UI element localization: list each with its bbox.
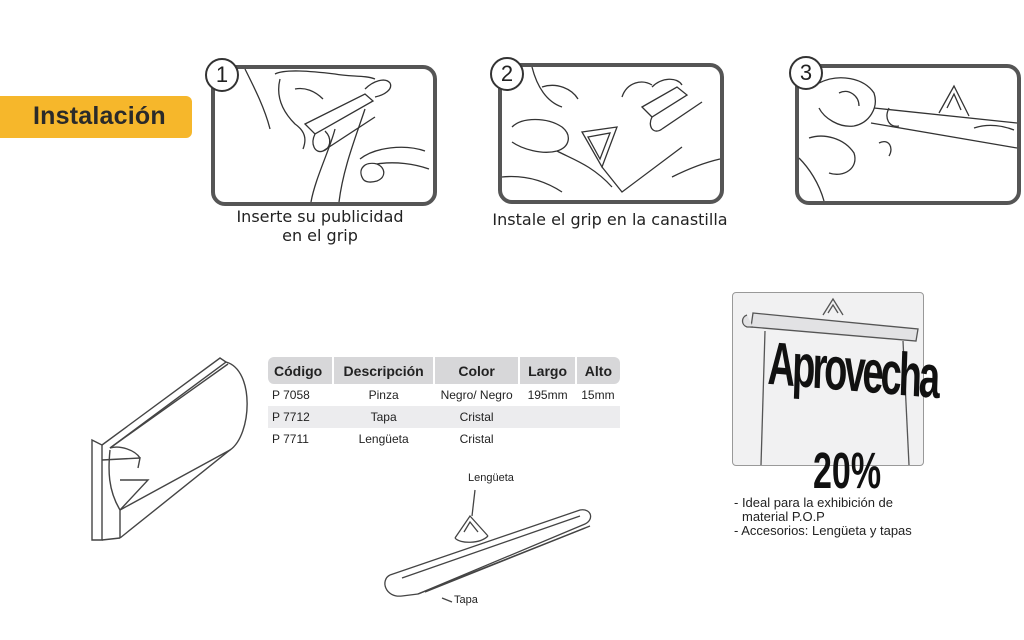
poster-headline: Aprovecha [766,331,939,413]
cap-install-illustration [798,77,1018,202]
grip-basket-illustration [501,66,721,193]
note-line-1: - Ideal para la exhibición de [734,495,893,510]
grip-profile-drawing [91,357,248,541]
poster-partial-text: 20% [813,443,882,500]
step-2-caption: Instale el grip en la canastilla [492,210,728,229]
section-tab: Instalación [0,96,192,138]
header-descripcion: Descripción [332,357,434,384]
table-row: P 7711 Lengüeta Cristal [272,432,494,446]
header-codigo: Código [268,357,334,384]
poster-display-image: Aprovecha 20% [732,292,939,500]
grip-assembly-diagram [384,489,592,603]
header-color: Color [432,357,520,384]
poster-hanger [741,297,919,466]
step-1-image [211,65,437,206]
table-row: P 7712 Tapa Cristal [268,406,620,428]
note-line-3: - Accesorios: Lengüeta y tapas [734,523,912,538]
features-notes: - Ideal para la exhibición de material P… [734,496,912,538]
step-3-number: 3 [789,56,823,90]
step-1-caption: Inserte su publicidad en el grip [236,207,404,245]
step-2-image [498,63,724,204]
note-line-2: material P.O.P [742,509,825,524]
hands-insert-illustration [244,68,430,203]
step-3-image [795,64,1021,205]
label-tapa: Tapa [454,594,478,606]
header-largo: Largo [518,357,576,384]
label-lengueta: Lengüeta [468,472,514,484]
table-row: P 7058 Pinza Negro/ Negro 195mm 15mm [272,388,615,402]
header-alto: Alto [574,357,620,384]
table-header-row: Código Descripción Color Largo Alto [268,357,620,384]
step-1-number: 1 [205,58,239,92]
step-2-number: 2 [490,57,524,91]
section-title: Instalación [33,102,166,130]
spec-table: Código Descripción Color Largo Alto P 70… [268,357,620,450]
